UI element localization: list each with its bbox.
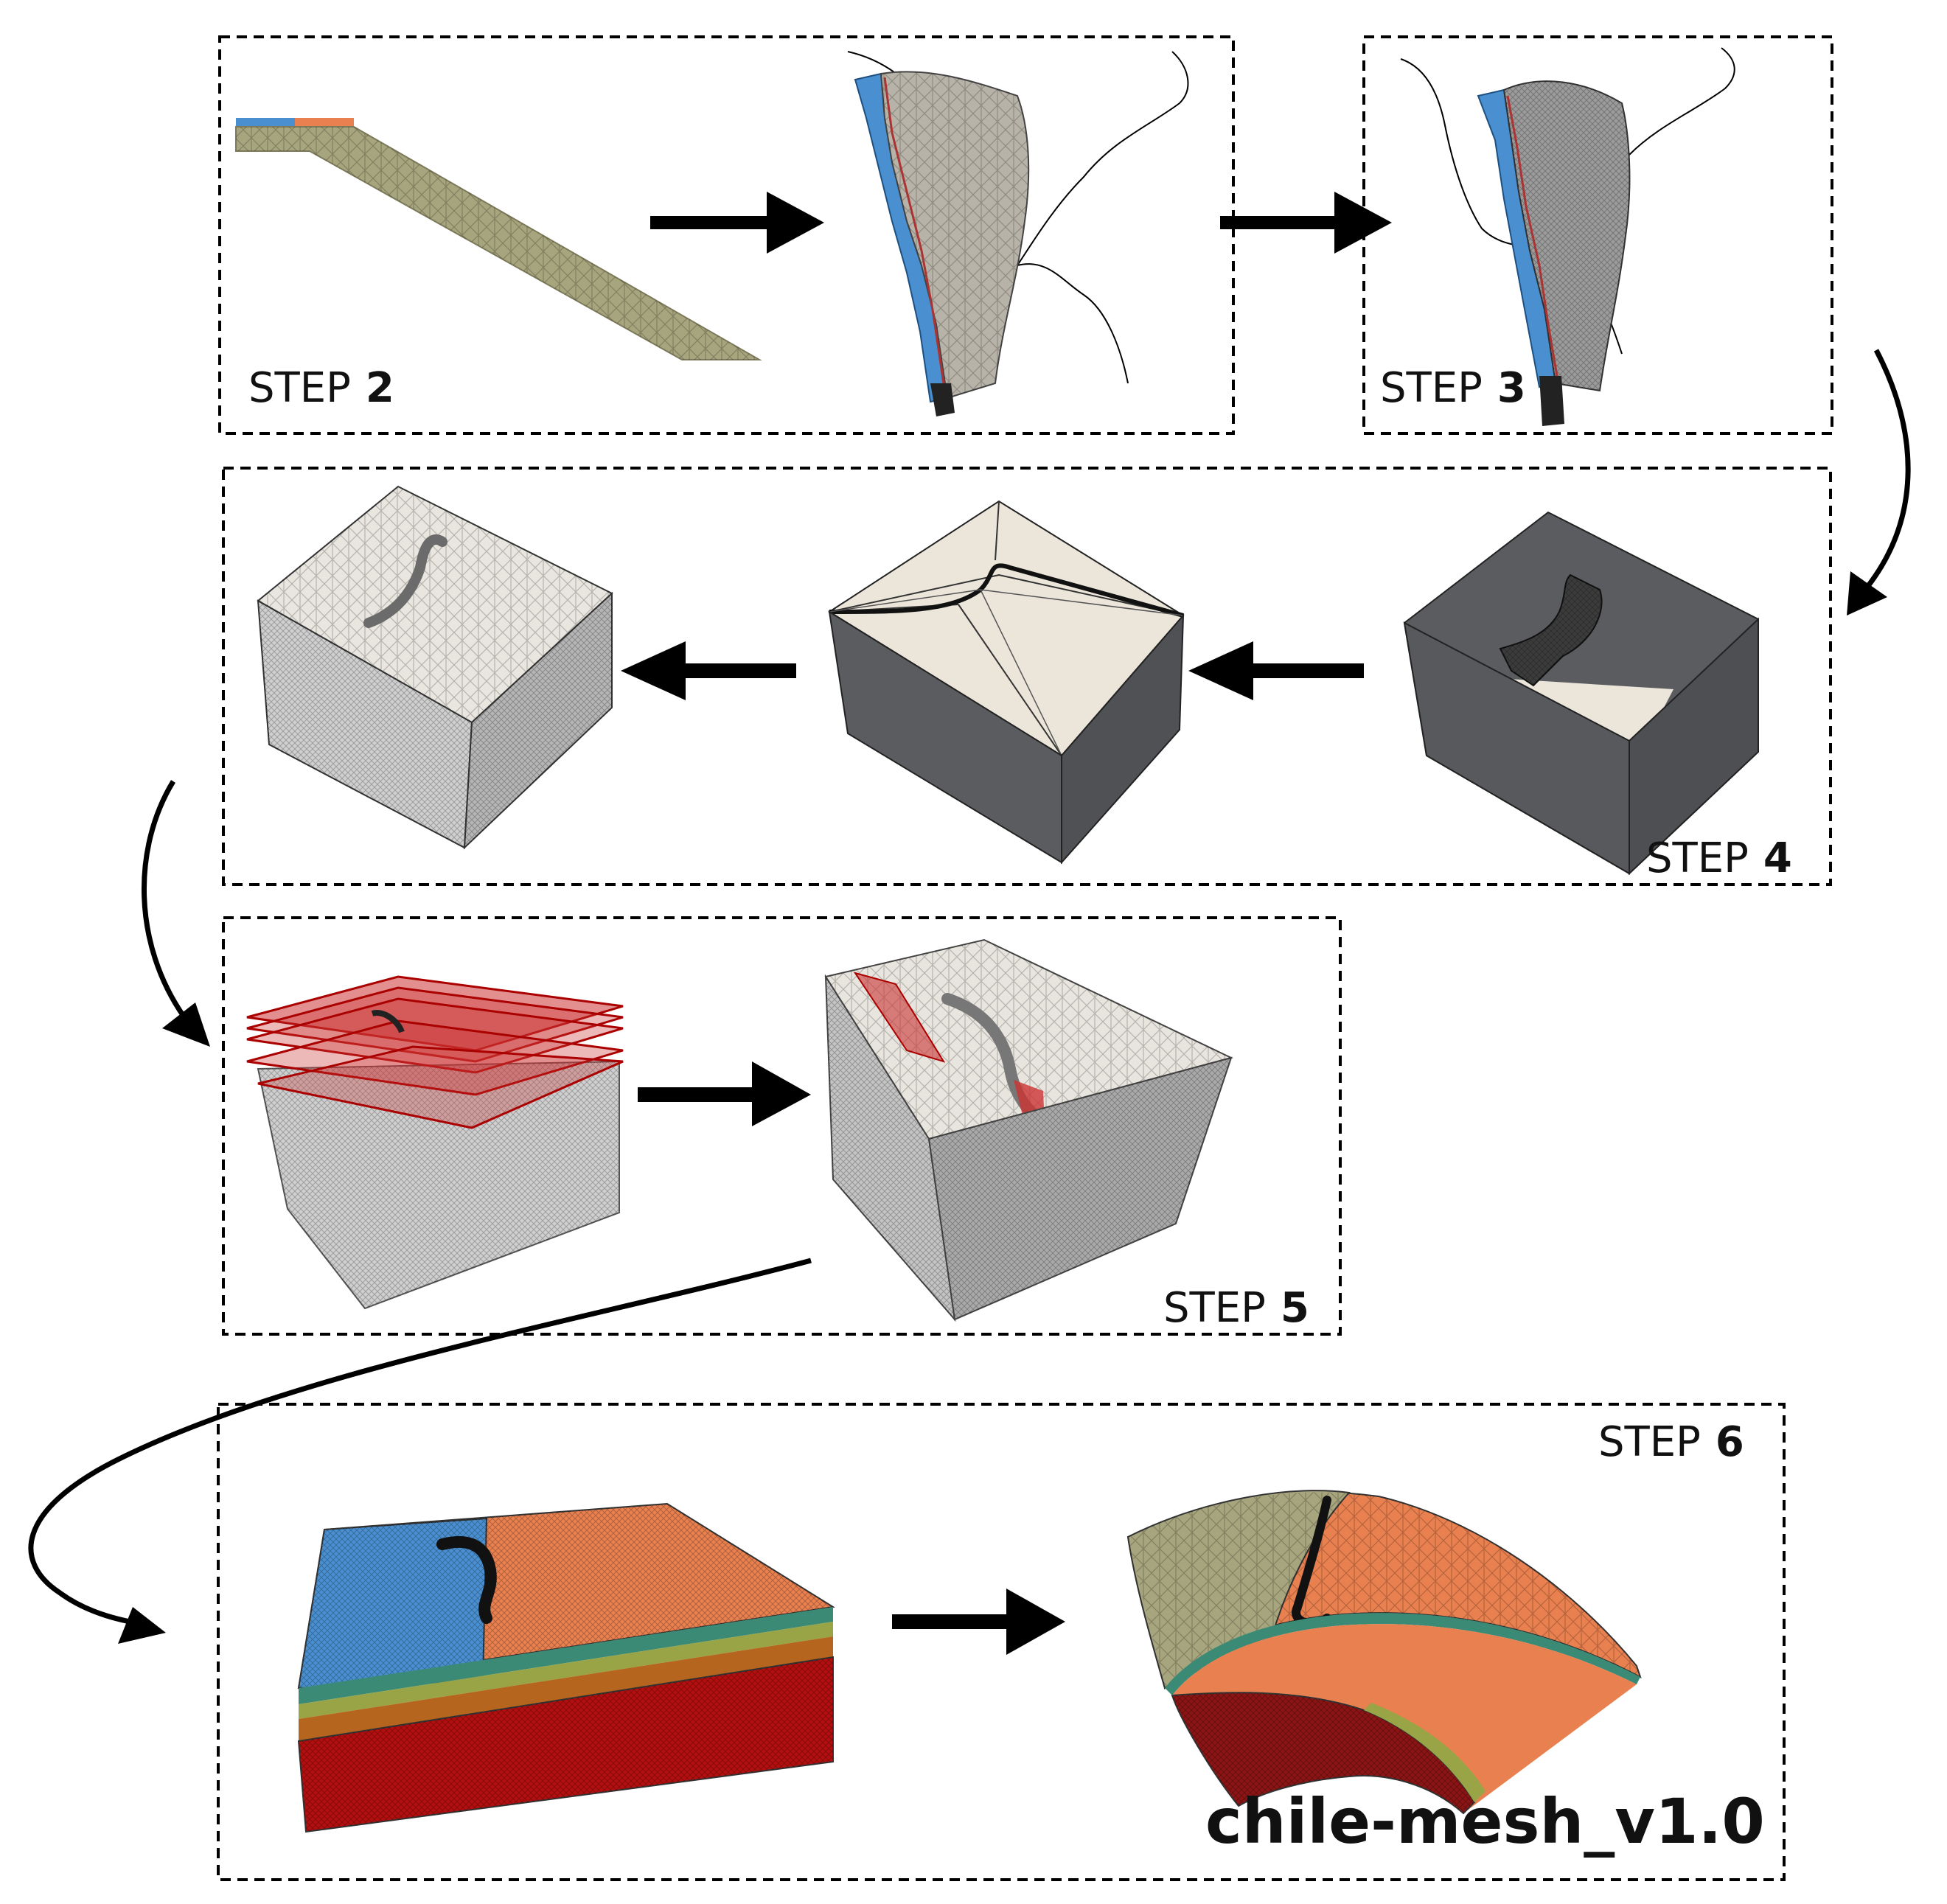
arrow-head-icon bbox=[118, 1607, 166, 1644]
layered-box-with-planes bbox=[246, 975, 624, 1310]
spherical-sector-mesh bbox=[1126, 1490, 1642, 1815]
slab-surface-map bbox=[847, 51, 1189, 416]
arrow-left-icon bbox=[1188, 641, 1364, 700]
cross-section-2d-mesh bbox=[235, 118, 762, 360]
step-5-frame bbox=[222, 916, 1342, 1336]
projected-surface-box bbox=[828, 500, 1185, 865]
curved-arrow-icon bbox=[1863, 349, 1911, 592]
arrow-right-icon bbox=[650, 192, 824, 254]
output-mesh-title: chile-mesh_v1.0 bbox=[1205, 1785, 1765, 1858]
layered-mesh-block bbox=[297, 1502, 835, 1833]
arrow-right-icon bbox=[892, 1589, 1065, 1655]
step-4-frame bbox=[222, 467, 1832, 886]
step-2-frame bbox=[218, 35, 1235, 435]
arrow-right-icon bbox=[1220, 192, 1392, 254]
curved-arrow-icon bbox=[28, 1258, 812, 1628]
step-3-frame bbox=[1362, 35, 1833, 435]
arrow-head-icon bbox=[1847, 571, 1887, 616]
final-box-with-cut-plane bbox=[824, 938, 1233, 1322]
triangulated-slab-map bbox=[1400, 47, 1735, 426]
curved-arrow-icon bbox=[141, 780, 187, 1019]
arrow-left-icon bbox=[621, 641, 796, 700]
meshed-box-volume bbox=[257, 485, 613, 850]
arrow-right-icon bbox=[638, 1061, 811, 1126]
arrow-head-icon bbox=[162, 1002, 210, 1047]
step-6-frame bbox=[217, 1403, 1786, 1881]
open-box-with-slab bbox=[1403, 511, 1759, 876]
